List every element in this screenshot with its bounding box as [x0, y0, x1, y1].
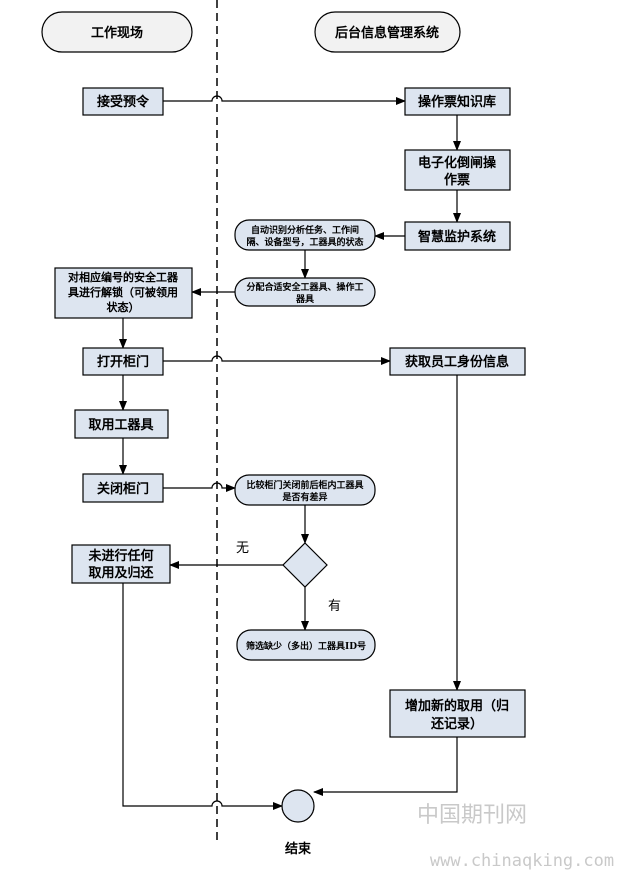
- node-get-identity: 获取员工身份信息: [389, 347, 526, 376]
- lane-label: 后台信息管理系统: [335, 25, 439, 41]
- edge-label-no: 无: [236, 541, 249, 556]
- node-assign-tools: 分配合适安全工器具、操作工 器具: [234, 277, 376, 307]
- svg-text:具进行解锁（可被领用: 具进行解锁（可被领用: [68, 285, 178, 299]
- svg-text:取用工器具: 取用工器具: [88, 418, 153, 433]
- node-ticket-knowledge-base: 操作票知识库: [404, 87, 511, 116]
- svg-text:智慧监护系统: 智慧监护系统: [418, 229, 496, 245]
- node-take-tools: 取用工器具: [74, 409, 169, 439]
- node-compare: 比较柜门关闭前后柜内工器具 是否有差异: [234, 474, 376, 506]
- node-no-action: 未进行任何 取用及归还: [71, 544, 171, 584]
- node-close-door: 关闭柜门: [82, 473, 164, 503]
- svg-text:获取员工身份信息: 获取员工身份信息: [405, 354, 509, 370]
- svg-text:还记录）: 还记录）: [430, 716, 483, 732]
- svg-text:器具: 器具: [295, 294, 314, 305]
- node-auto-identify: 自动识别分析任务、工作间 隔、设备型号，工器具的状态: [234, 219, 376, 251]
- svg-text:隔、设备型号，工器具的状态: 隔、设备型号，工器具的状态: [246, 236, 363, 248]
- svg-text:接受预令: 接受预令: [97, 94, 150, 110]
- svg-text:增加新的取用（归: 增加新的取用（归: [405, 698, 509, 714]
- svg-text:对相应编号的安全工器: 对相应编号的安全工器: [68, 270, 179, 284]
- svg-text:操作票知识库: 操作票知识库: [418, 94, 496, 110]
- node-filter-ids: 筛选缺少（多出）工器具ID号: [236, 629, 376, 661]
- lane-header-right: 后台信息管理系统: [314, 11, 461, 53]
- svg-text:作票: 作票: [444, 172, 470, 188]
- node-open-door: 打开柜门: [82, 347, 164, 376]
- node-add-record: 增加新的取用（归 还记录）: [389, 689, 526, 738]
- lane-header-left: 工作现场: [41, 11, 193, 53]
- watermark-cn: 中国期刊网: [417, 803, 527, 828]
- connectors: [119, 95, 461, 810]
- svg-text:比较柜门关闭前后柜内工器具: 比较柜门关闭前后柜内工器具: [246, 479, 363, 491]
- lane-label: 工作现场: [91, 25, 143, 41]
- edge-label-yes: 有: [328, 599, 341, 614]
- decision-diamond: [282, 542, 328, 588]
- svg-text:是否有差异: 是否有差异: [281, 491, 327, 503]
- node-unlock-tools: 对相应编号的安全工器 具进行解锁（可被领用 状态）: [54, 267, 193, 319]
- svg-text:分配合适安全工器具、操作工: 分配合适安全工器具、操作工: [246, 281, 363, 293]
- watermark-url: www.chinaqking.com: [430, 851, 614, 871]
- svg-text:关闭柜门: 关闭柜门: [97, 481, 149, 497]
- node-smart-monitor: 智慧监护系统: [404, 221, 511, 251]
- svg-text:取用及归还: 取用及归还: [88, 565, 154, 581]
- node-electronic-ticket: 电子化倒闸操 作票: [404, 149, 511, 191]
- node-receive-order: 接受预令: [82, 87, 164, 116]
- svg-text:自动识别分析任务、工作间: 自动识别分析任务、工作间: [251, 224, 359, 236]
- end-node: 结束: [281, 789, 315, 857]
- svg-text:状态）: 状态）: [107, 300, 140, 314]
- svg-text:打开柜门: 打开柜门: [97, 354, 149, 370]
- svg-text:结束: 结束: [285, 841, 312, 857]
- svg-text:电子化倒闸操: 电子化倒闸操: [418, 155, 496, 171]
- svg-text:未进行任何: 未进行任何: [87, 548, 153, 564]
- svg-text:筛选缺少（多出）工器具ID号: 筛选缺少（多出）工器具ID号: [246, 640, 366, 652]
